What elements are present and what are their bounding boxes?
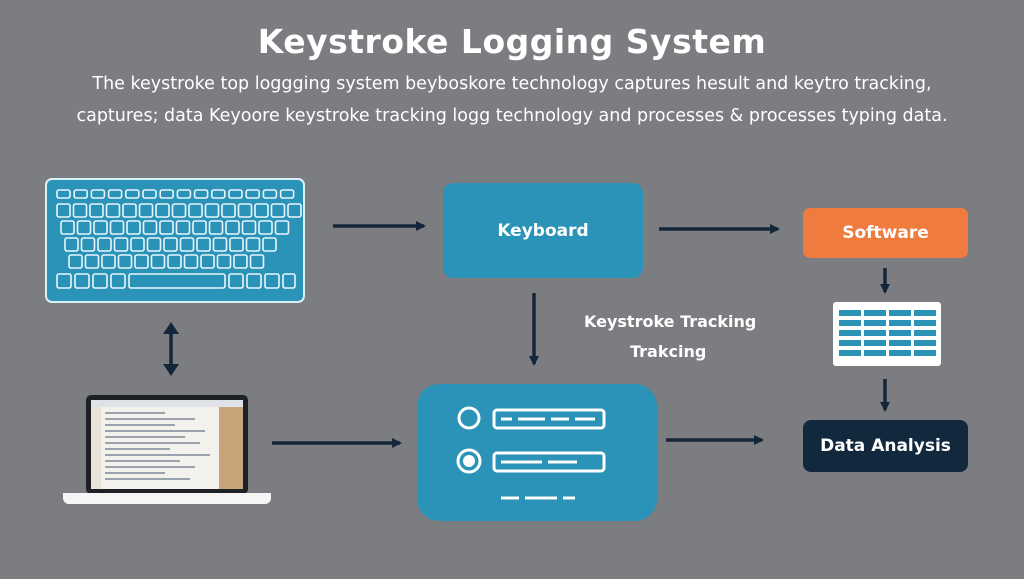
keyboard-key (196, 237, 211, 252)
keyboard-key (208, 220, 224, 235)
keyboard-key (76, 220, 92, 235)
keyboard-key (128, 273, 226, 289)
keyboard-key (282, 273, 296, 289)
keyboard-key (211, 189, 226, 199)
keyboard-key (117, 254, 133, 269)
keyboard-key (146, 237, 162, 252)
keyboard-key (193, 189, 209, 199)
diagram-subtitle: The keystroke top loggging system beybos… (40, 68, 984, 132)
keyboard-key (113, 237, 129, 252)
tracking-label-2: Trakcing (630, 342, 707, 361)
arrow-keyboard-laptop-bidirectional (163, 322, 179, 376)
data-analysis-node: Data Analysis (803, 420, 968, 472)
keyboard-key (188, 203, 203, 218)
keyboard-key (110, 273, 126, 289)
keyboard-key (138, 203, 154, 218)
keyboard-key (167, 254, 182, 269)
keyboard-key (101, 254, 116, 269)
keyboard-key (262, 189, 278, 199)
laptop-icon (63, 395, 271, 507)
keyboard-key (241, 220, 257, 235)
form-icon (456, 406, 606, 500)
keyboard-node-label: Keyboard (497, 220, 589, 241)
keyboard-key (279, 189, 295, 199)
keyboard-key (130, 237, 145, 252)
keyboard-key (274, 220, 290, 235)
software-node-label: Software (842, 223, 929, 243)
laptop-display (91, 400, 243, 489)
keyboard-key (56, 273, 72, 289)
subtitle-line-1: The keystroke top loggging system beybos… (92, 74, 932, 94)
diagram-title: Keystroke Logging System (257, 22, 767, 61)
keyboard-key (245, 237, 261, 252)
tracking-node (417, 384, 657, 521)
keyboard-key (254, 203, 269, 218)
keyboard-key (90, 189, 106, 199)
keyboard-key (258, 220, 273, 235)
keyboard-key (105, 203, 121, 218)
laptop-base (63, 493, 271, 504)
keyboard-key (176, 189, 192, 199)
keyboard-key (150, 254, 166, 269)
keyboard-key (179, 237, 195, 252)
keyboard-key (56, 189, 71, 199)
keyboard-key (262, 237, 277, 252)
keyboard-key (204, 203, 220, 218)
keyboard-key (246, 273, 262, 289)
spreadsheet-icon (833, 302, 941, 366)
keyboard-key (264, 273, 280, 289)
keyboard-key (228, 189, 243, 199)
keyboard-key (229, 237, 244, 252)
keyboard-key (237, 203, 253, 218)
keyboard-key (84, 254, 100, 269)
laptop-screen (86, 395, 248, 494)
keyboard-key (183, 254, 199, 269)
keyboard-key (97, 237, 112, 252)
tracking-label-1: Keystroke Tracking (584, 312, 757, 331)
keyboard-key (159, 189, 174, 199)
keyboard-key (72, 203, 88, 218)
keyboard-key (233, 254, 248, 269)
keyboard-key (122, 203, 137, 218)
keyboard-key (109, 220, 125, 235)
keyboard-key (60, 220, 75, 235)
keyboard-key (73, 189, 89, 199)
keyboard-key (163, 237, 178, 252)
keyboard-key (225, 220, 240, 235)
keyboard-key (175, 220, 191, 235)
keyboard-key (125, 189, 140, 199)
keyboard-key (142, 220, 158, 235)
keyboard-node: Keyboard (443, 183, 643, 278)
keyboard-key (92, 273, 108, 289)
keyboard-key (221, 203, 236, 218)
software-node: Software (803, 208, 968, 258)
keyboard-key (200, 254, 215, 269)
keyboard-key (64, 237, 79, 252)
keyboard-key (249, 254, 265, 269)
keyboard-key (134, 254, 149, 269)
keyboard-key (93, 220, 108, 235)
data-analysis-node-label: Data Analysis (820, 436, 951, 456)
keyboard-key (89, 203, 104, 218)
keyboard-key (245, 189, 260, 199)
keyboard-key (107, 189, 123, 199)
keyboard-key (171, 203, 187, 218)
keyboard-key (287, 203, 302, 218)
keyboard-key (155, 203, 170, 218)
keyboard-key (228, 273, 244, 289)
keyboard-key (159, 220, 174, 235)
subtitle-line-2: captures; data Keyoore keystroke trackin… (76, 106, 948, 126)
keyboard-icon (45, 178, 305, 303)
keyboard-key (216, 254, 232, 269)
keyboard-key (126, 220, 141, 235)
keyboard-key (68, 254, 83, 269)
keyboard-key (192, 220, 207, 235)
keyboard-key (212, 237, 228, 252)
keyboard-key (74, 273, 90, 289)
keyboard-key (56, 203, 71, 218)
keyboard-key (270, 203, 286, 218)
keyboard-key (142, 189, 157, 199)
keyboard-key (80, 237, 96, 252)
